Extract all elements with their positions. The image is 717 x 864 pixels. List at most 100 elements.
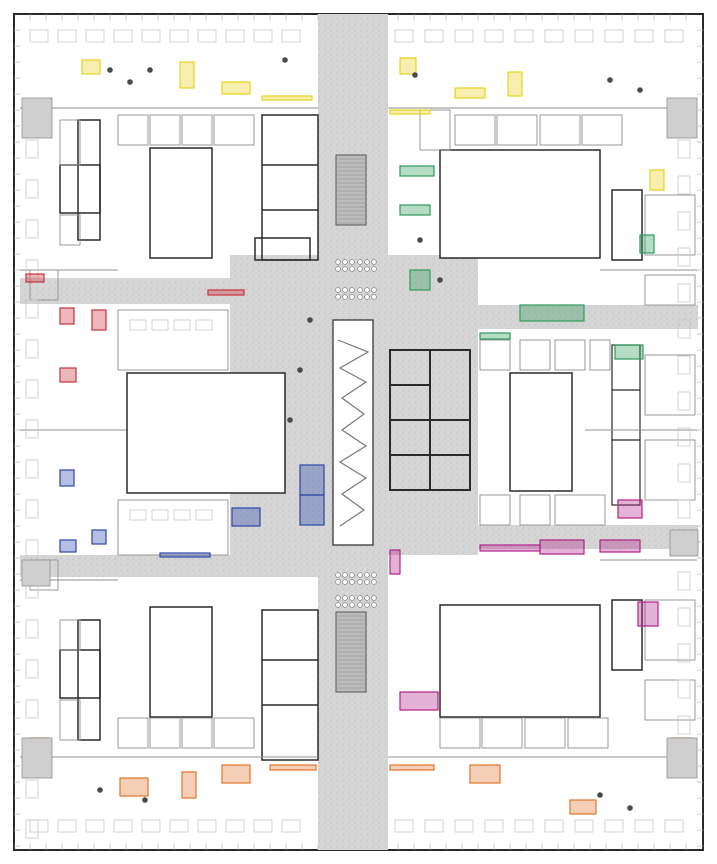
service-room — [666, 97, 698, 139]
service-room — [21, 737, 53, 779]
planter-dot — [607, 77, 613, 83]
room — [439, 717, 481, 749]
room — [479, 339, 511, 371]
cafe-chair — [349, 595, 355, 601]
room — [644, 194, 696, 256]
desk-cluster — [25, 299, 39, 319]
zone-magenta-east — [389, 499, 659, 711]
desk-cluster — [424, 819, 444, 833]
desk-cluster — [634, 819, 654, 833]
cafe-chair — [335, 287, 341, 293]
courtyard-sw — [149, 606, 213, 718]
meeting-table — [539, 539, 585, 555]
meeting-table — [59, 469, 75, 487]
desk-cluster — [25, 259, 39, 279]
desk-cluster — [604, 819, 624, 833]
desk-cluster — [25, 219, 39, 239]
cafe-chair — [342, 595, 348, 601]
meeting-table — [409, 269, 431, 291]
cafe-chair — [371, 595, 377, 601]
room — [59, 119, 81, 166]
cafe-chair — [342, 259, 348, 265]
cafe-chair — [357, 259, 363, 265]
cafe-chair — [342, 287, 348, 293]
room — [117, 309, 229, 371]
planter-dot — [287, 417, 293, 423]
room — [481, 717, 523, 749]
cafe-chair — [357, 579, 363, 585]
meeting-table — [479, 544, 541, 552]
desk-cluster — [25, 779, 39, 799]
cafe-chair — [335, 259, 341, 265]
meeting-table — [159, 552, 211, 558]
service-room — [669, 529, 699, 557]
desk-cluster — [544, 819, 564, 833]
desk-cluster — [253, 29, 273, 43]
cafe-chair — [335, 579, 341, 585]
meeting-table — [269, 764, 317, 771]
cafe-chair — [342, 579, 348, 585]
stair-icon — [335, 154, 367, 226]
cafe-chair — [349, 602, 355, 608]
desk-cluster — [677, 427, 691, 447]
desk-cluster — [677, 139, 691, 159]
desk-cluster — [677, 355, 691, 375]
desk-cluster — [113, 29, 133, 43]
planter-dot — [97, 787, 103, 793]
cafe-chair — [342, 602, 348, 608]
desk-cluster — [25, 459, 39, 479]
cafe-chair — [371, 602, 377, 608]
courtyard-e — [509, 372, 573, 492]
cafe-chair — [349, 294, 355, 300]
desk-cluster — [169, 819, 189, 833]
cafe-chair — [342, 294, 348, 300]
desk-cluster — [195, 509, 213, 521]
planter-dot — [142, 797, 148, 803]
meeting-table — [207, 289, 245, 296]
desk-cluster — [25, 699, 39, 719]
desk-cluster — [169, 29, 189, 43]
desk-cluster — [197, 29, 217, 43]
desk-furniture — [25, 29, 691, 839]
desk-cluster — [677, 715, 691, 735]
meeting-table — [59, 367, 77, 383]
cafe-chair — [371, 294, 377, 300]
cafe-chair — [364, 602, 370, 608]
colored-team-zones — [21, 57, 699, 815]
planter-dot — [597, 792, 603, 798]
desk-cluster — [574, 29, 594, 43]
cafe-chair — [349, 266, 355, 272]
room — [644, 274, 696, 306]
service-room — [21, 559, 51, 587]
planter-dot — [627, 805, 633, 811]
cafe-chair — [371, 579, 377, 585]
room — [454, 114, 496, 146]
desk-cluster — [25, 819, 39, 839]
meeting-table — [231, 507, 261, 527]
room — [496, 114, 538, 146]
courtyard-se — [439, 604, 601, 718]
room — [149, 114, 181, 146]
desk-cluster — [677, 499, 691, 519]
cafe-chair — [371, 266, 377, 272]
desk-cluster — [25, 659, 39, 679]
desk-cluster — [151, 319, 169, 331]
cafe-chair — [357, 595, 363, 601]
meeting-table — [221, 81, 251, 95]
zone-red-west — [25, 273, 245, 383]
planter-dot — [417, 237, 423, 243]
cafe-chair — [357, 294, 363, 300]
meeting-table — [479, 332, 511, 340]
desk-cluster — [544, 29, 564, 43]
desk-cluster — [677, 247, 691, 267]
cafe-chair — [364, 294, 370, 300]
desk-cluster — [197, 819, 217, 833]
cafe-chair — [357, 572, 363, 578]
desk-cluster — [634, 29, 654, 43]
desk-cluster — [394, 819, 414, 833]
meeting-table — [569, 799, 597, 815]
meeting-table — [299, 464, 325, 496]
room — [181, 114, 213, 146]
room — [117, 717, 149, 749]
cafe-seating — [97, 57, 643, 811]
